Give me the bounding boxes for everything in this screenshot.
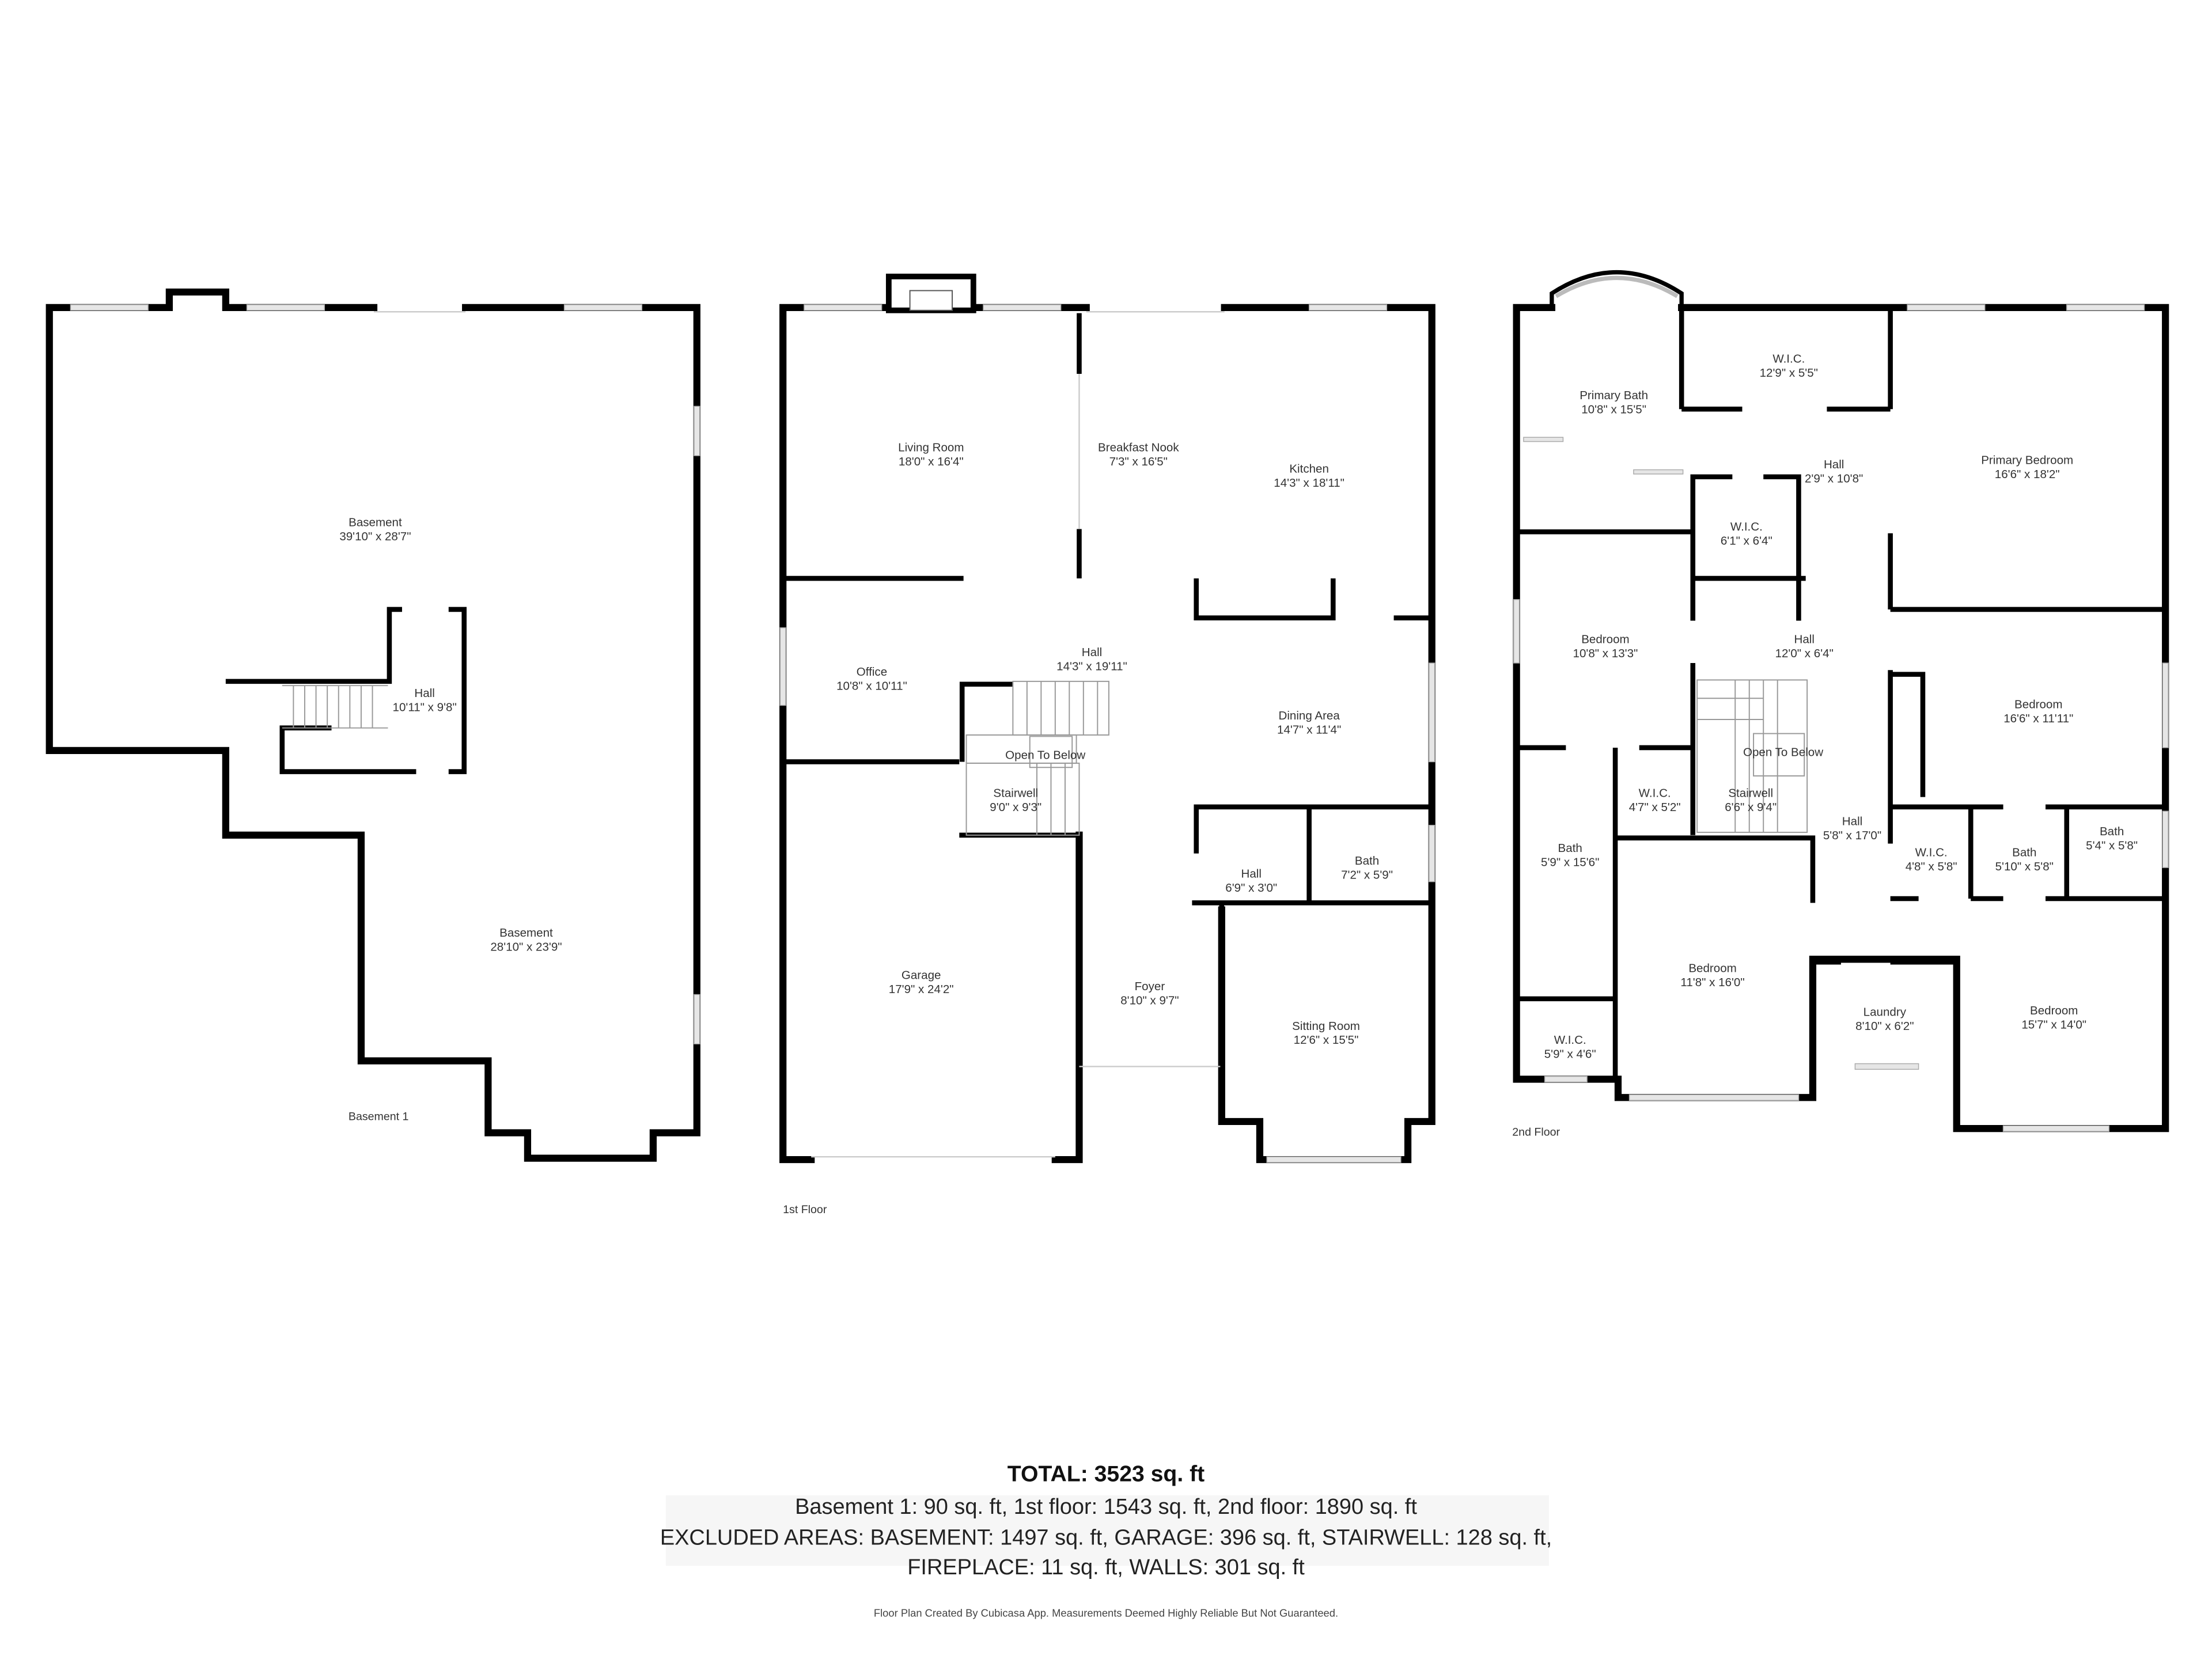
window	[1429, 824, 1435, 882]
window	[694, 406, 700, 456]
room-label: Open To Below	[1005, 749, 1085, 762]
room-label: W.I.C.6'1" x 6'4"	[1721, 520, 1772, 547]
shelf	[1523, 437, 1564, 442]
area-summary: TOTAL: 3523 sq. ft Basement 1: 90 sq. ft…	[660, 1461, 1552, 1619]
window	[70, 304, 149, 311]
wall	[279, 725, 416, 774]
window	[2002, 1125, 2109, 1132]
window	[694, 994, 700, 1044]
staircase	[282, 685, 388, 729]
window	[1266, 1156, 1402, 1163]
floor-label: 2nd Floor	[1512, 1126, 1560, 1138]
window	[2066, 304, 2145, 311]
window	[1308, 304, 1388, 311]
window	[1854, 1063, 1919, 1070]
floor-areas: Basement 1: 90 sq. ft, 1st floor: 1543 s…	[795, 1495, 1417, 1519]
room-label: W.I.C.4'7" x 5'2"	[1629, 787, 1681, 814]
wall	[225, 607, 402, 684]
disclaimer: Floor Plan Created By Cubicasa App. Meas…	[874, 1607, 1338, 1619]
window	[2162, 810, 2169, 868]
wall	[1218, 304, 1435, 1164]
floor-label: 1st Floor	[783, 1203, 827, 1216]
window	[1429, 662, 1435, 763]
total-area: TOTAL: 3523 sq. ft	[1007, 1461, 1205, 1486]
second-floor-outer-wall	[1513, 304, 2169, 1132]
kitchen-island	[1194, 578, 1336, 620]
room-label: W.I.C.12'9" x 5'5"	[1760, 352, 1818, 379]
window	[2162, 662, 2169, 748]
bay-window	[1550, 270, 1684, 308]
floor-label: Basement 1	[349, 1110, 408, 1123]
room-label: Open To Below	[1743, 746, 1823, 759]
window	[1628, 1094, 1800, 1101]
staircase	[965, 680, 1109, 836]
room-label: W.I.C.5'9" x 4'6"	[1544, 1033, 1596, 1060]
staircase	[1696, 679, 1808, 833]
window	[779, 627, 786, 706]
window	[246, 304, 325, 311]
shelf	[1633, 469, 1684, 475]
window	[804, 304, 882, 311]
window	[1544, 1075, 1588, 1083]
excluded-areas-continued: FIREPLACE: 11 sq. ft, WALLS: 301 sq. ft	[907, 1555, 1305, 1580]
fireplace	[885, 274, 976, 313]
window	[563, 304, 643, 311]
watermark	[665, 1495, 1549, 1566]
wall	[448, 607, 467, 774]
window	[983, 304, 1062, 311]
excluded-areas: EXCLUDED AREAS: BASEMENT: 1497 sq. ft, G…	[660, 1526, 1552, 1550]
wall	[1051, 831, 1083, 1164]
room-label: W.I.C.4'8" x 5'8"	[1906, 846, 1957, 873]
basement-outer-wall	[46, 288, 700, 1162]
window	[1907, 304, 1986, 311]
window	[1513, 599, 1520, 664]
